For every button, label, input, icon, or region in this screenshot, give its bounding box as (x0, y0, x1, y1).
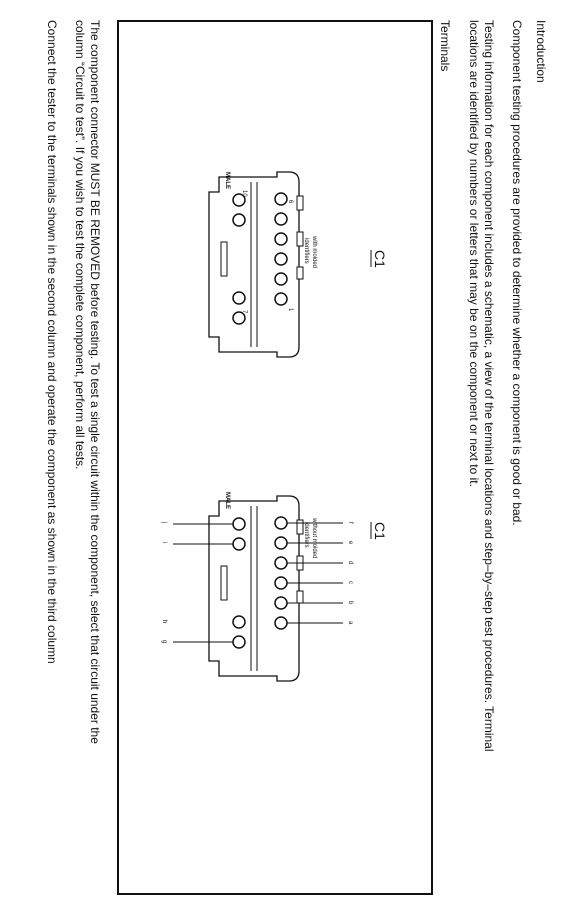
pin-label: g (161, 640, 167, 643)
section-heading-introduction: Introduction (534, 20, 548, 83)
connector-left-gender: MALE (224, 172, 230, 189)
pin-label: 6 (287, 200, 293, 204)
testing-info-line-2: locations are identified by numbers or l… (467, 20, 481, 487)
pin-label: i (161, 542, 167, 543)
intro-paragraph: Component testing procedures are provide… (510, 20, 524, 526)
terminal-pin (232, 517, 246, 531)
connector-left-latch (296, 231, 304, 247)
terminal-pin (274, 232, 288, 246)
testing-info-line-1: Testing information for each component i… (482, 20, 496, 752)
terminal-pin (232, 635, 246, 649)
removal-note-line-1: The component connector MUST BE REMOVED … (88, 20, 102, 744)
terminal-pin (274, 212, 288, 226)
connector-right-caption-2: identifiers (303, 522, 309, 548)
connector-left-housing (208, 171, 300, 358)
connector-left: C1 with molded identifiers MALE (208, 171, 388, 358)
connector-right-latch (296, 519, 304, 535)
connect-tester-note: Connect the tester to the terminals show… (45, 20, 59, 664)
pin-label: b (347, 601, 353, 605)
terminal-pin (232, 311, 246, 325)
terminal-pin (274, 252, 288, 266)
pin-label: c (347, 581, 353, 584)
pin-label: h (161, 620, 167, 623)
terminal-pin (274, 272, 288, 286)
terminals-figure-frame: C1 with molded identifiers MALE (117, 20, 433, 895)
connector-right-name: C1 (372, 522, 388, 540)
terminal-pin (232, 213, 246, 227)
terminal-pin (274, 516, 288, 530)
terminals-figure: C1 with molded identifiers MALE (161, 171, 388, 682)
terminal-pin (232, 615, 246, 629)
pin-label: 10 (241, 190, 247, 197)
connector-left-caption-1: with molded (311, 235, 317, 268)
connector-left-caption-2: identifiers (303, 238, 309, 264)
connector-right-housing (208, 495, 300, 682)
removal-note-line-2: column “Circuit to test”. If you wish to… (73, 20, 87, 470)
pin-label: a (347, 621, 353, 625)
terminal-pin (232, 193, 246, 207)
terminal-pin (232, 291, 246, 305)
terminal-pin (274, 536, 288, 550)
pin-label: 7 (241, 310, 247, 314)
connector-left-latch (296, 195, 304, 211)
connector-right-latch (296, 590, 304, 604)
pin-label: d (347, 561, 353, 564)
pin-label: j (161, 521, 167, 523)
connector-left-latch (296, 266, 304, 280)
pin-label: 1 (287, 308, 293, 312)
connector-right-caption-1: without molded (311, 517, 317, 558)
terminal-pin (274, 616, 288, 630)
pin-label: f (347, 522, 353, 524)
terminal-pin (232, 537, 246, 551)
terminal-pin (274, 192, 288, 206)
terminal-pin (274, 596, 288, 610)
pin-label: e (347, 541, 353, 545)
terminal-pin (274, 576, 288, 590)
connector-right: C1 without molded identifiers MALE (161, 492, 388, 682)
section-heading-terminals: Terminals (438, 20, 452, 72)
terminal-pin (274, 292, 288, 306)
terminal-pin (274, 556, 288, 570)
connector-left-name: C1 (372, 250, 388, 268)
